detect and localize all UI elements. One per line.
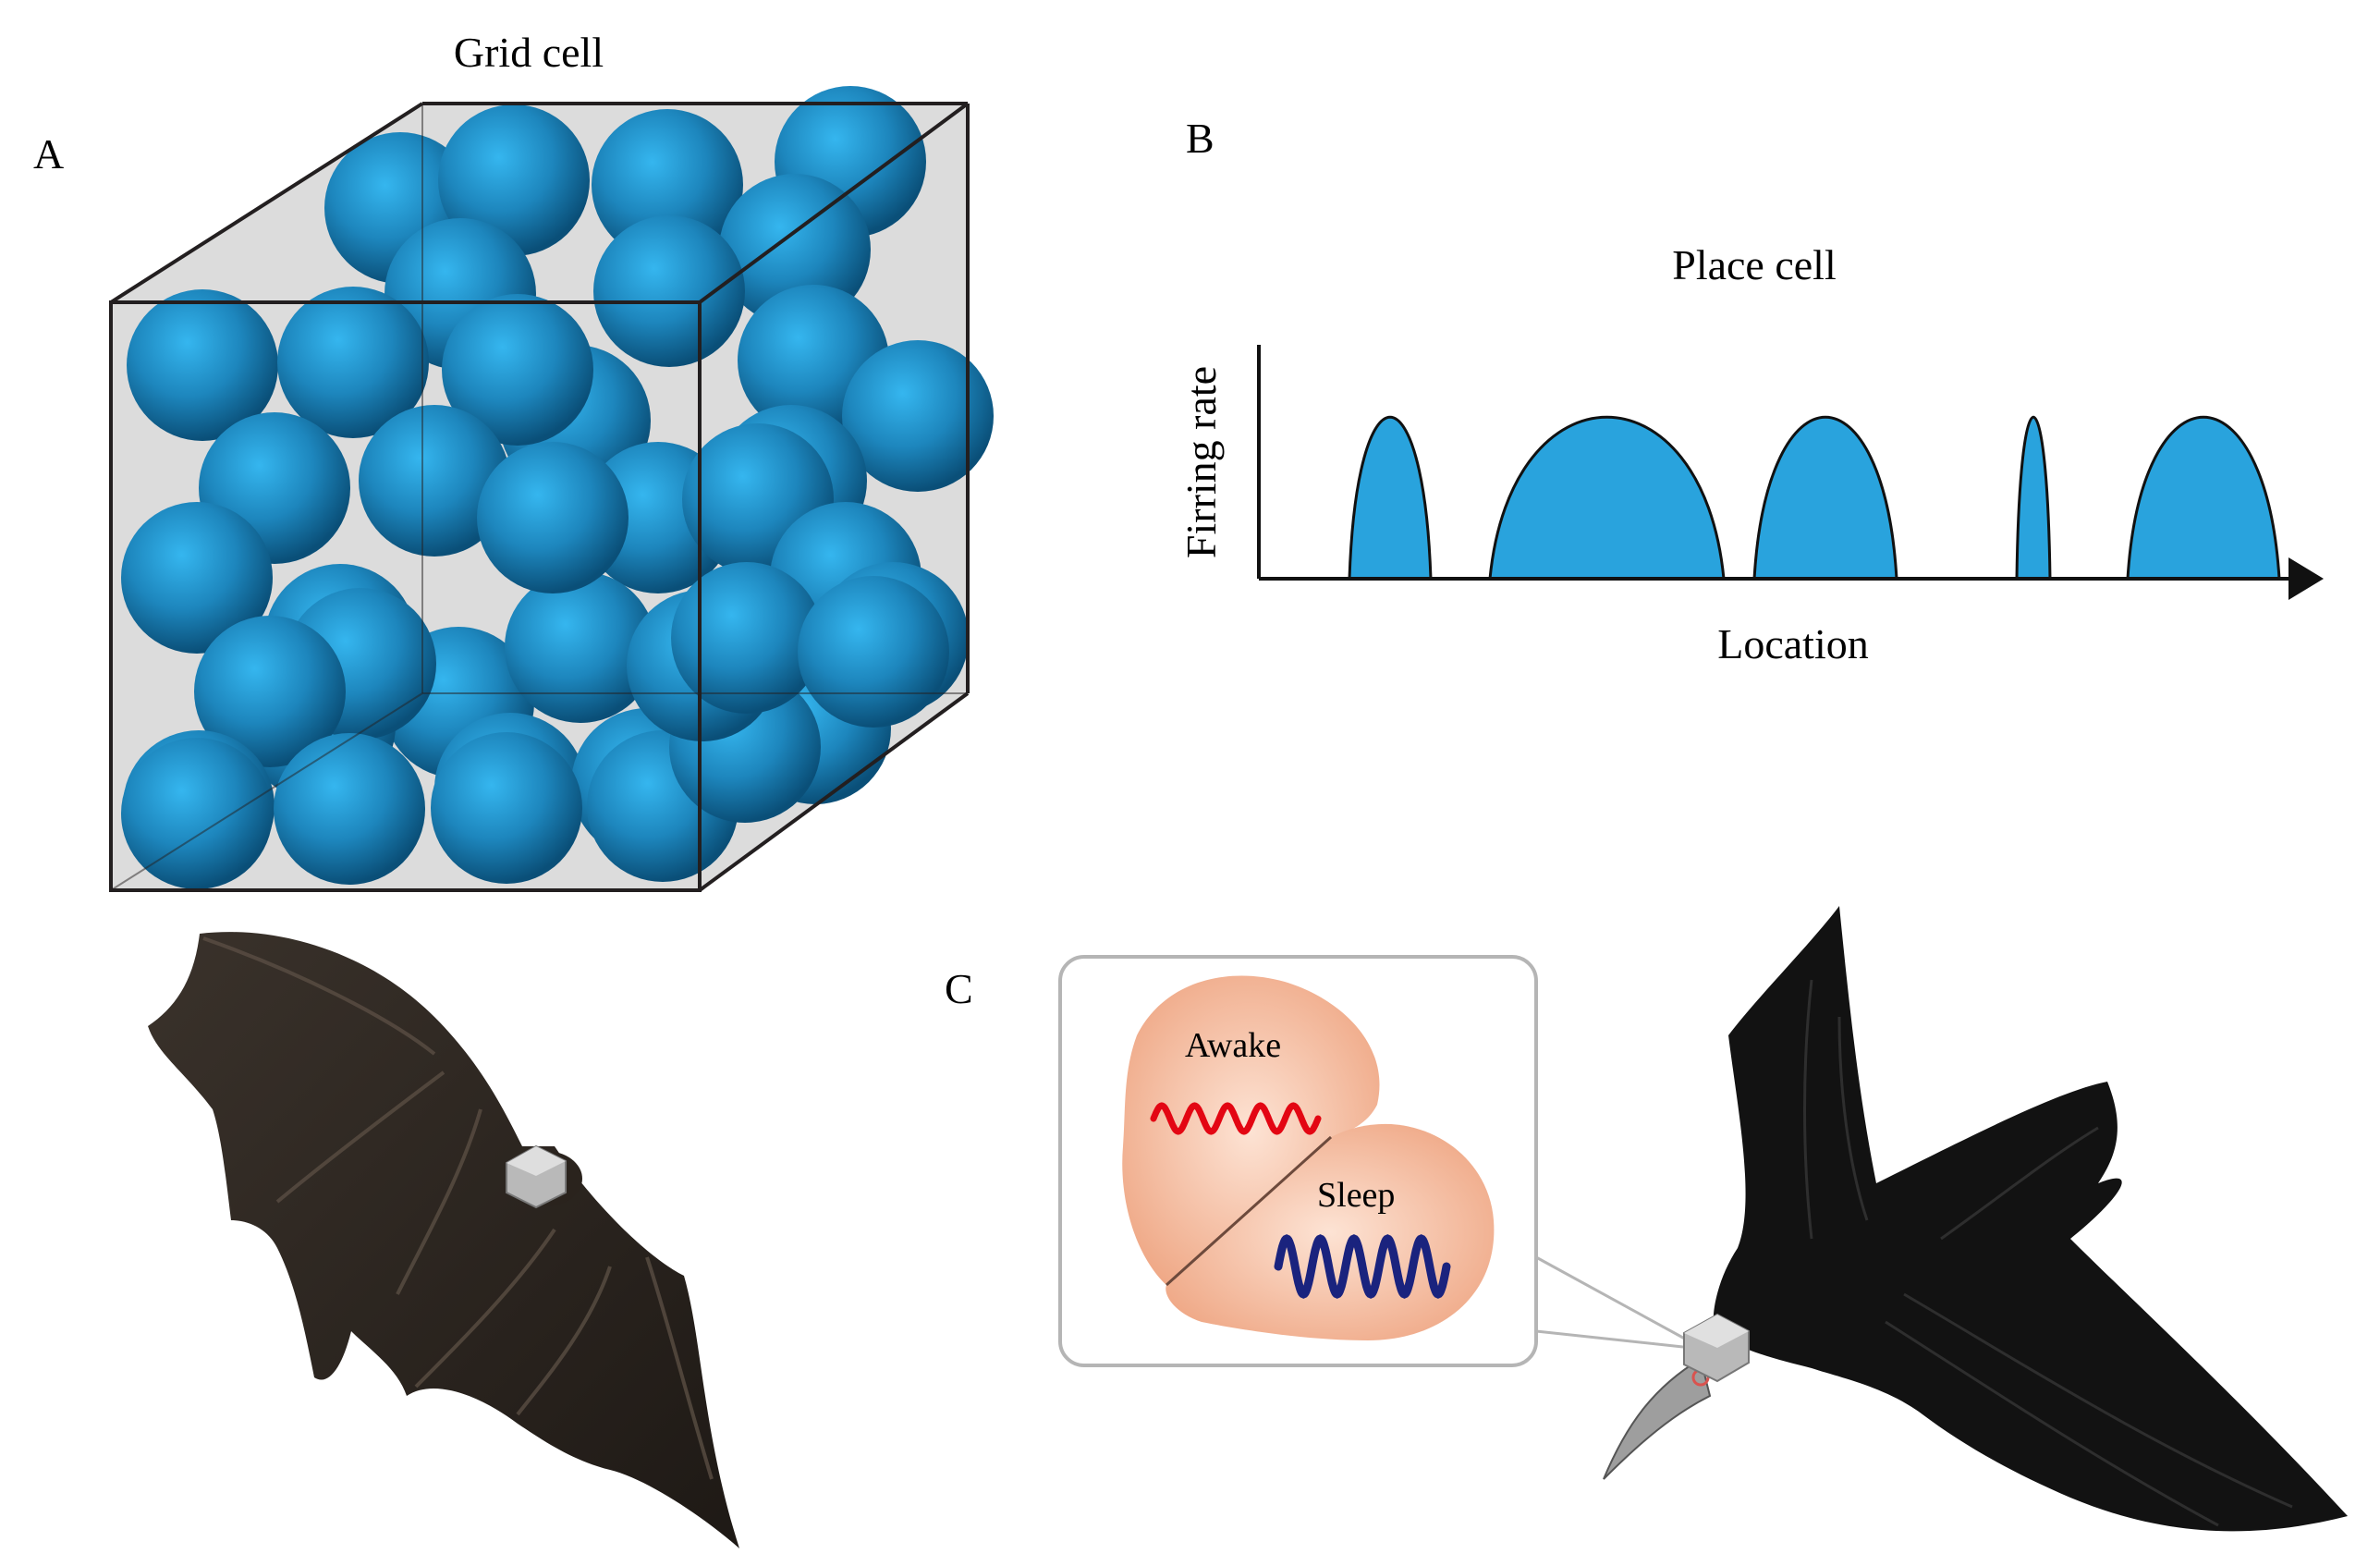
brain-divider [1165,1135,1333,1287]
awake-wave [1150,1102,1322,1135]
firing-field-2 [1488,415,1726,581]
sphere-39 [671,562,823,714]
callout-pointer-top [1535,1255,1692,1344]
firing-field-5 [2126,416,2281,581]
sleep-wave [1274,1234,1451,1299]
panel-a: A Grid cell [33,29,994,892]
bat-wing-bones [202,936,714,1480]
sphere-2 [438,104,590,256]
firing-field-3 [1752,416,1898,581]
sleep-label: Sleep [1317,1176,1395,1215]
firing-field-1 [1348,415,1433,581]
sphere-30 [194,616,346,767]
callout-pointer-bottom [1535,1329,1692,1350]
bat-body [148,932,739,1548]
firing-field-4 [2015,416,2052,581]
sphere-40 [798,576,949,728]
bat-illustration [148,932,739,1548]
sphere-13 [442,294,593,446]
place-cell-title: Place cell [1672,241,1837,288]
bird-beak [1603,1357,1712,1480]
sphere-16 [359,405,510,557]
panel-a-letter: A [33,130,64,177]
bird-feather-lines [1803,979,2293,1527]
panel-c: C Awake Sleep [945,906,2348,1532]
sphere-32 [121,738,273,889]
firing-fields [1348,415,2281,581]
x-axis-label: Location [1717,620,1869,667]
bird-logger-top [1684,1315,1749,1348]
sphere-7 [593,215,745,367]
sphere-9 [842,340,994,492]
sphere-10 [127,289,278,441]
sphere-34 [431,732,582,884]
brain-awake-hemisphere [1122,975,1380,1285]
sphere-22 [505,571,656,723]
grid-cell-title: Grid cell [454,29,604,76]
bird-illustration [1603,906,2348,1532]
panel-b-letter: B [1186,115,1214,162]
sphere-11 [277,287,429,438]
sphere-33 [274,733,425,885]
panel-c-letter: C [945,965,973,1012]
x-axis-arrowhead [2288,557,2324,600]
awake-label: Awake [1185,1026,1281,1065]
y-axis-label: Firring rate [1178,366,1225,558]
sphere-19 [121,502,273,654]
bat-logger-top [507,1146,566,1176]
cube-edges [109,102,970,892]
bird-body [1713,906,2348,1532]
cube [109,86,994,892]
panel-b: B Place cell Firring rate Location [1178,115,2324,667]
sphere-3 [592,109,743,261]
sphere-38 [477,442,629,593]
